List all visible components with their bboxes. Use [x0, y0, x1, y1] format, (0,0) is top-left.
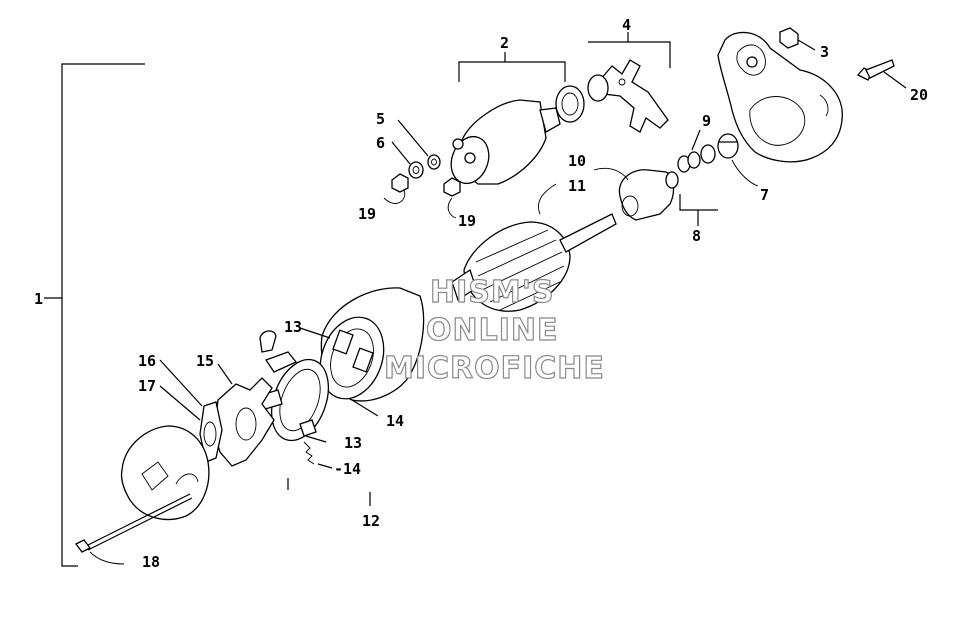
callout-labels: 1 2 3 4 5 6 7 8 9 10 11 12 13 13 14 -14 … — [34, 16, 928, 571]
callout-14-upper: 14 — [386, 412, 404, 430]
callout-4: 4 — [622, 16, 631, 34]
callout-9: 9 — [702, 112, 711, 130]
callout-13-upper: 13 — [284, 318, 302, 336]
brush-holder-plate — [257, 330, 329, 443]
watermark-line-3: MICROFICHE — [384, 351, 605, 386]
callout-11: 11 — [568, 177, 586, 195]
callout-19-right: 19 — [458, 212, 476, 230]
watermark-line-2: ONLINE — [426, 313, 559, 348]
callout-3: 3 — [820, 43, 829, 61]
watermark: HISM'S ONLINE MICROFICHE — [383, 274, 605, 386]
callout-8: 8 — [692, 227, 701, 245]
watermark-line-1: HISM'S — [430, 275, 555, 310]
callout-7: 7 — [760, 186, 769, 204]
washer-5 — [397, 119, 441, 170]
marker-12 — [287, 478, 371, 506]
callout-19-left: 19 — [358, 205, 376, 223]
nut-19-right — [443, 177, 461, 219]
bolt-20 — [856, 59, 907, 89]
spring-14 — [303, 441, 333, 469]
callout-20: 20 — [910, 86, 928, 104]
callout-16: 16 — [138, 352, 156, 370]
callout-12: 12 — [362, 512, 380, 530]
assembly-bracket-2 — [458, 52, 566, 82]
callout-13-lower: 13 — [344, 434, 362, 452]
clutch-pinion-10 — [593, 168, 679, 221]
nut-19-left — [383, 173, 409, 204]
assembly-bracket-4 — [588, 32, 671, 68]
bushing-7 — [700, 133, 759, 187]
through-bolt-18 — [75, 493, 193, 565]
solenoid-2 — [450, 74, 609, 185]
callout-5: 5 — [376, 110, 385, 128]
brush-holder-15 — [213, 363, 275, 467]
plate-16-17 — [159, 359, 223, 463]
ring-9 — [677, 129, 701, 173]
rear-cover — [120, 425, 210, 521]
assembly-bracket-1 — [44, 63, 145, 567]
nut-3 — [779, 27, 816, 51]
callout-15: 15 — [196, 352, 214, 370]
shift-lever-4 — [599, 59, 669, 133]
armature-11 — [451, 183, 617, 312]
washer-6 — [391, 141, 424, 179]
callout-17: 17 — [138, 377, 156, 395]
callout-14-lower: -14 — [334, 460, 361, 478]
callout-6: 6 — [376, 134, 385, 152]
callout-18: 18 — [142, 553, 160, 571]
yoke-14 — [299, 287, 425, 417]
callout-2: 2 — [500, 34, 509, 52]
drive-housing — [717, 31, 843, 163]
assembly-bracket-8 — [679, 194, 718, 226]
callout-10: 10 — [568, 152, 586, 170]
callout-1: 1 — [34, 290, 43, 308]
